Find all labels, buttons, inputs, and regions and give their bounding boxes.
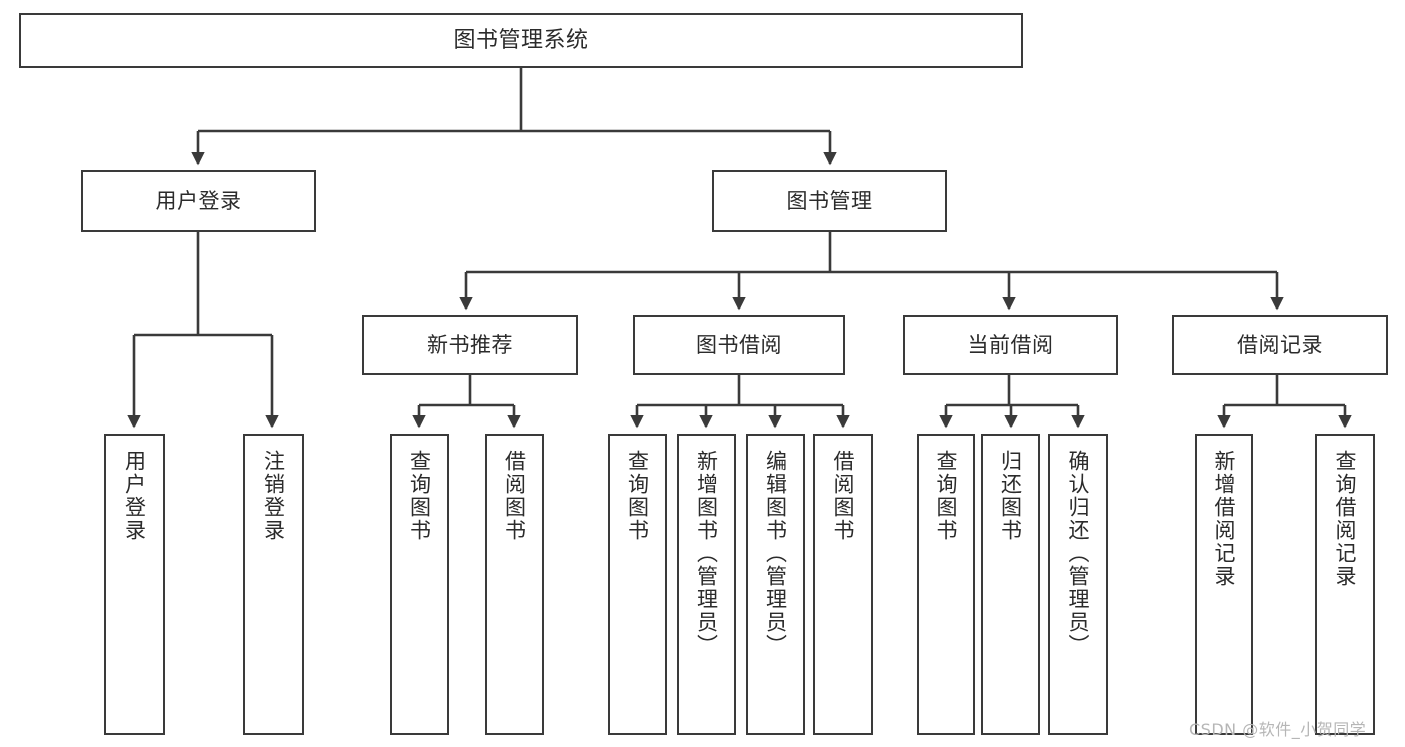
node-label: 借阅图书: [831, 450, 856, 542]
node-label: 编辑图书（管理员）: [763, 450, 788, 657]
node-leaf-add-book[interactable]: 新增图书（管理员）: [677, 434, 736, 735]
node-leaf-logout-login[interactable]: 注销登录: [243, 434, 304, 735]
node-label: 用户登录: [122, 450, 147, 542]
node-root-system[interactable]: 图书管理系统: [19, 13, 1023, 68]
node-label: 图书管理: [786, 188, 873, 213]
node-label: 查询借阅记录: [1333, 450, 1358, 588]
node-leaf-query-record[interactable]: 查询借阅记录: [1315, 434, 1375, 735]
node-label: 查询图书: [934, 450, 959, 542]
node-label: 确认归还（管理员）: [1066, 450, 1091, 657]
node-book-borrow[interactable]: 图书借阅: [633, 315, 845, 375]
node-label: 借阅记录: [1237, 332, 1323, 357]
node-label: 用户登录: [155, 188, 242, 213]
node-leaf-borrow-book-1[interactable]: 借阅图书: [485, 434, 544, 735]
node-leaf-query-book-3[interactable]: 查询图书: [917, 434, 975, 735]
node-label: 借阅图书: [502, 450, 527, 542]
node-leaf-borrow-book-2[interactable]: 借阅图书: [813, 434, 873, 735]
node-label: 查询图书: [407, 450, 432, 542]
node-leaf-add-record[interactable]: 新增借阅记录: [1195, 434, 1253, 735]
node-current-borrow[interactable]: 当前借阅: [903, 315, 1118, 375]
node-label: 当前借阅: [967, 332, 1054, 357]
node-user-login[interactable]: 用户登录: [81, 170, 316, 232]
node-leaf-confirm-return[interactable]: 确认归还（管理员）: [1048, 434, 1108, 735]
node-label: 归还图书: [998, 450, 1023, 542]
node-leaf-query-book-1[interactable]: 查询图书: [390, 434, 449, 735]
node-label: 注销登录: [261, 450, 286, 542]
node-new-book-recommend[interactable]: 新书推荐: [362, 315, 578, 375]
node-label: 图书借阅: [696, 332, 782, 357]
node-label: 图书管理系统: [453, 27, 589, 53]
node-book-manage[interactable]: 图书管理: [712, 170, 947, 232]
node-label: 新书推荐: [427, 332, 513, 357]
node-label: 新增图书（管理员）: [694, 450, 719, 657]
node-label: 新增借阅记录: [1212, 450, 1237, 588]
node-label: 查询图书: [625, 450, 650, 542]
watermark: CSDN @软件_小贺同学: [1189, 720, 1367, 739]
node-borrow-record[interactable]: 借阅记录: [1172, 315, 1388, 375]
node-leaf-return-book[interactable]: 归还图书: [981, 434, 1040, 735]
node-leaf-query-book-2[interactable]: 查询图书: [608, 434, 667, 735]
node-leaf-user-login[interactable]: 用户登录: [104, 434, 165, 735]
node-leaf-edit-book[interactable]: 编辑图书（管理员）: [746, 434, 805, 735]
